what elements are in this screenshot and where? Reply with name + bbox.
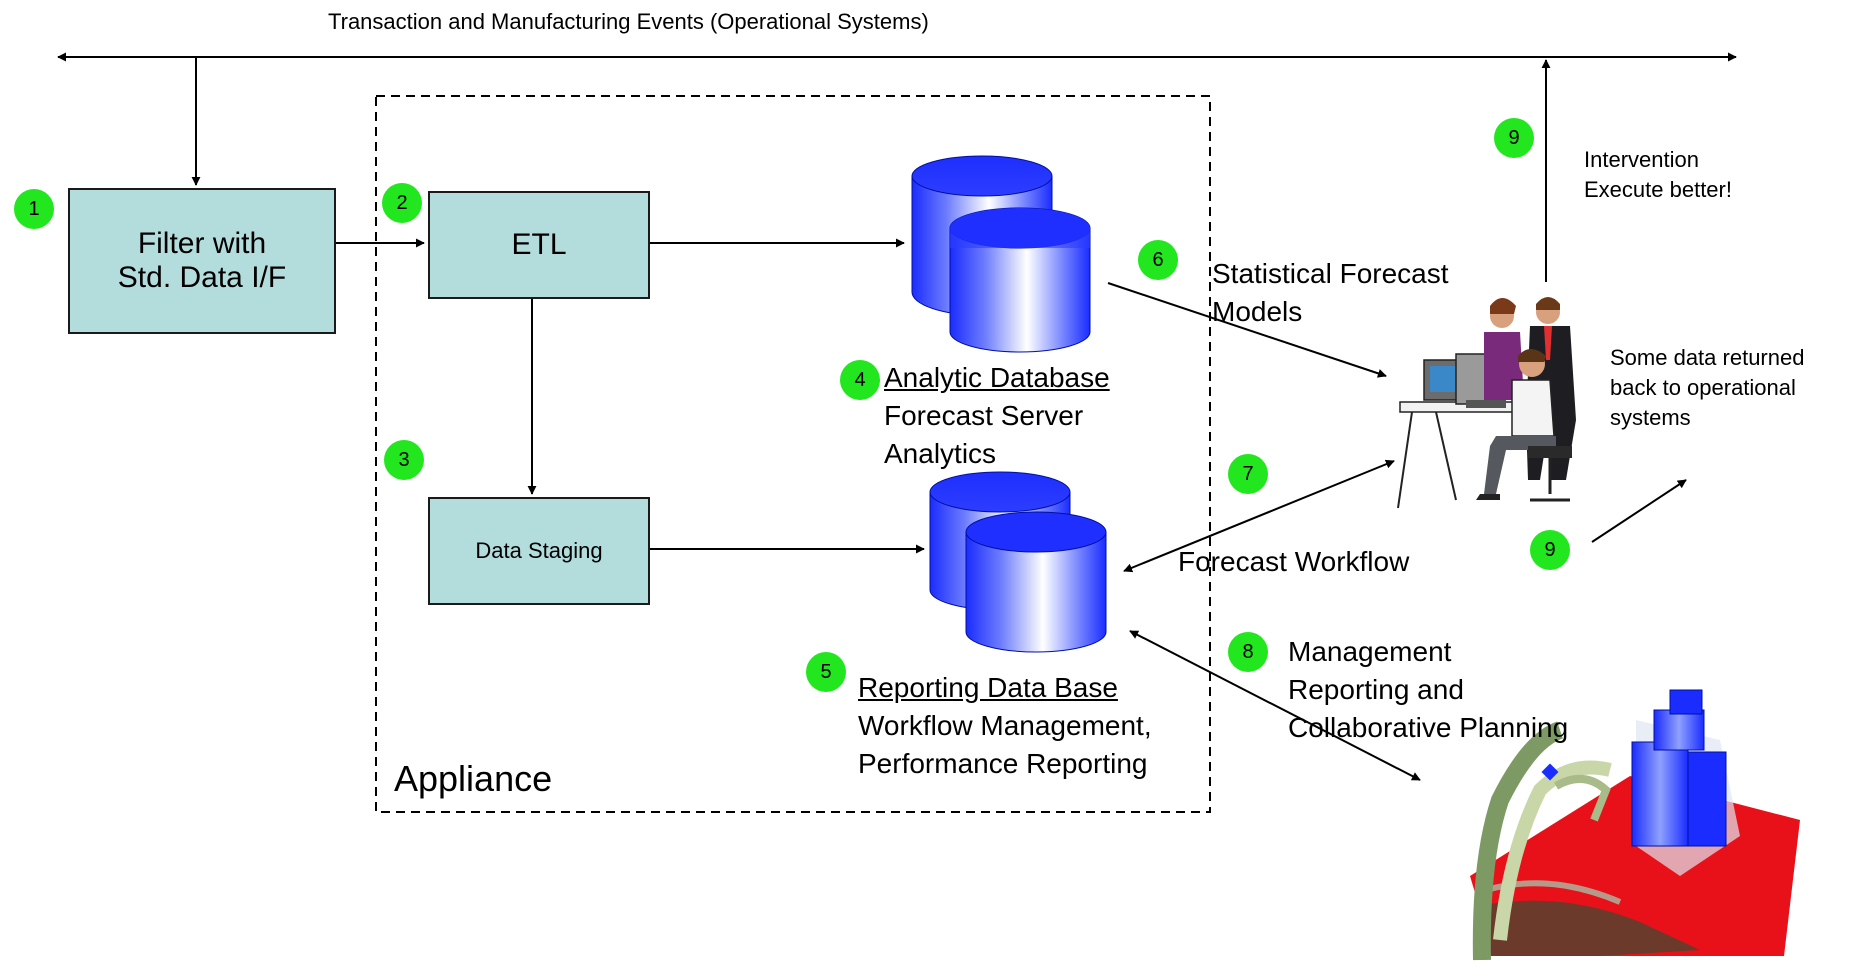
operational-events-title: Transaction and Manufacturing Events (Op… <box>328 9 929 34</box>
step-badge-7: 7 <box>1228 454 1268 494</box>
mgmt-label-3: Collaborative Planning <box>1288 712 1569 743</box>
mgmt-label-2: Reporting and <box>1288 674 1464 705</box>
reporting-db-line2: Performance Reporting <box>858 748 1148 779</box>
step-badge-9-top: 9 <box>1494 118 1534 158</box>
step-badge-1: 1 <box>14 189 54 229</box>
stat-forecast-label-1: Statistical Forecast <box>1212 258 1449 289</box>
filter-box: Filter with Std. Data I/F <box>68 188 336 334</box>
stat-forecast-label-2: Models <box>1212 296 1303 327</box>
step-badge-3: 3 <box>384 440 424 480</box>
forecast-workflow-label: Forecast Workflow <box>1178 546 1410 577</box>
reporting-db-line1: Workflow Management, <box>858 710 1152 741</box>
data-returned-arrow <box>1591 479 1687 543</box>
step-badge-5: 5 <box>806 652 846 692</box>
appliance-label: Appliance <box>394 758 553 799</box>
step-badge-6: 6 <box>1138 240 1178 280</box>
step-badge-4: 4 <box>840 360 880 400</box>
forecast-workflow-arrow <box>1123 459 1395 573</box>
data-staging-box: Data Staging <box>428 497 650 605</box>
appliance-boundary <box>375 95 1211 813</box>
etl-box: ETL <box>428 191 650 299</box>
office-workers-icon <box>1397 297 1576 509</box>
analytic-db-line2: Analytics <box>884 438 997 469</box>
analytic-database-icon <box>911 155 1091 353</box>
forecast-models-arrow <box>1107 282 1387 378</box>
returned-label-3: systems <box>1610 405 1691 430</box>
management-reporting-arrow <box>1129 630 1421 781</box>
step-badge-2: 2 <box>382 183 422 223</box>
step-badge-8: 8 <box>1228 632 1268 672</box>
returned-label-2: back to operational <box>1610 375 1796 400</box>
analytic-db-line1: Forecast Server <box>884 400 1084 431</box>
returned-label-1: Some data returned <box>1610 345 1805 370</box>
corporate-building-icon <box>1470 689 1800 961</box>
intervention-label-1: Intervention <box>1584 147 1699 172</box>
analytic-db-title: Analytic Database <box>884 362 1110 393</box>
reporting-database-icon <box>929 471 1107 653</box>
intervention-label-2: Execute better! <box>1584 177 1732 202</box>
step-badge-9-bottom: 9 <box>1530 530 1570 570</box>
mgmt-label-1: Management <box>1288 636 1452 667</box>
reporting-db-title: Reporting Data Base <box>858 672 1118 703</box>
